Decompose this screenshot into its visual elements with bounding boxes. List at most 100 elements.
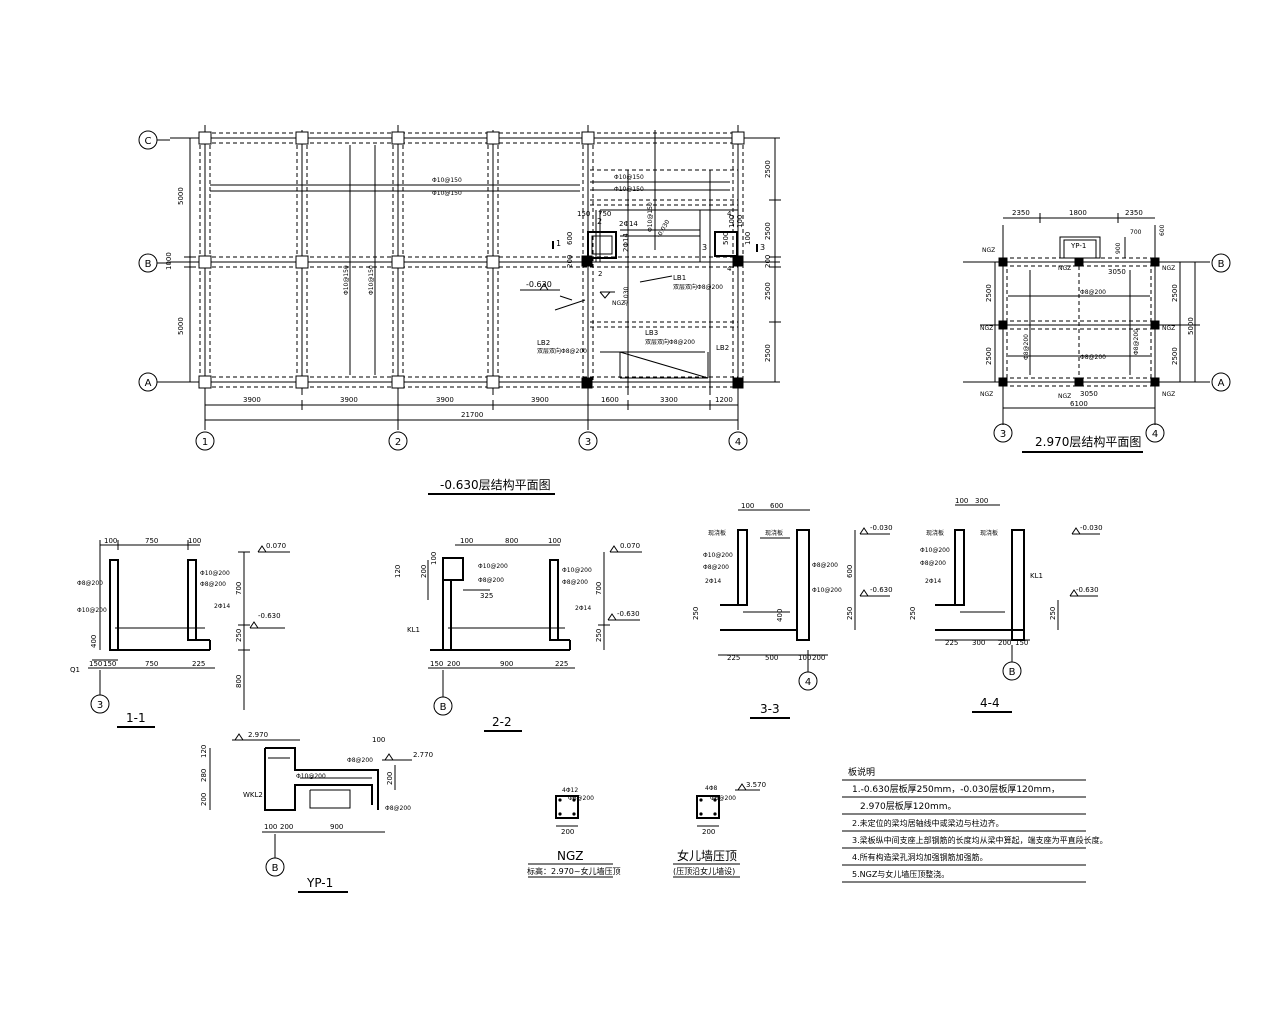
section-title: 4-4 [980,696,1000,710]
elevation-label: -0.630 [1076,586,1099,594]
axis-label: B [440,702,447,713]
dim-text: 200 [561,828,574,836]
dim-text: 750 [598,210,611,218]
section-mark: 3 [702,243,707,252]
dim-text: 1000 [165,252,173,270]
elevation-label: -0.630 [870,586,893,594]
rebar-label: 4Φ12 [562,787,578,794]
dim-text: 100 [955,497,968,505]
dim-text: 100 [741,502,754,510]
dim-text: 21700 [461,411,483,419]
dim-text: 750 [145,537,158,545]
rebar-label: Φ10@200 [920,547,950,554]
dim-text: 2350 [1125,209,1143,217]
section-mark: 2 [597,217,602,226]
member-label: WKL2 [243,791,263,799]
dim-text: 2350 [1012,209,1030,217]
rebar-label: 2Φ14 [575,605,591,612]
note-label: 现浇板 [926,529,944,537]
ngz-label: NGZ [1162,391,1175,398]
dim-text: 100 [372,736,385,744]
ngz-label: NGZ [1058,393,1071,400]
section-4-4: 100 300 现浇板 现浇板 Φ10@200 Φ8@200 2Φ14 KL1 … [909,497,1103,713]
dim-text: 1600 [601,396,619,404]
notes-heading: 板说明 [848,766,875,778]
dim-text: 1200 [715,396,733,404]
dim-text: 100 [744,232,752,245]
axis-label: 3 [97,700,103,711]
slab-label: LB3 [645,329,658,337]
dim-text: 2500 [1171,347,1179,365]
rebar-label: Φ6@200 [710,795,736,802]
rebar-label: 2Φ14 [925,578,941,585]
member-label: Q1 [70,666,80,674]
dim-text: 600 [770,502,783,510]
note-label: 现浇板 [708,529,726,537]
rebar-label: Φ10@200 [296,773,326,780]
section-mark: 4 [727,210,732,218]
dim-text: 200 [447,660,460,668]
section-title: 1-1 [126,711,146,725]
rebar-label: Φ8@200 [1080,354,1106,361]
dim-text: 200 [566,255,574,268]
notes-line: 2.未定位的梁均居轴线中或梁边与柱边齐。 [852,818,1004,828]
ngz-label: NGZ [982,247,995,254]
dim-text: 225 [727,654,740,662]
dim-text: 750 [145,660,158,668]
dim-text: 150 [1015,639,1028,647]
rebar-label: Φ8@200 [347,757,373,764]
dim-text: 300 [972,639,985,647]
rebar-label: Φ8@200 [920,560,946,567]
notes-line: 1.-0.630层板厚250mm，-0.030层板厚120mm， [852,783,1060,795]
dim-text: 3900 [531,396,549,404]
axis-label: 4 [805,677,811,688]
axis-label: 3 [1000,429,1006,440]
dim-text: 100 [188,537,201,545]
dim-text: 250 [1049,607,1057,620]
rebar-label: Φ10@200 [812,587,842,594]
rebar-label: 2Φ14 [705,578,721,585]
dim-text: 200 [200,793,208,806]
notes-line: 3.梁板纵中间支座上部钢筋的长度均从梁中算起，端支座为平直段长度。 [852,835,1108,845]
dim-text: 150 [430,660,443,668]
slab-notes: 板说明 1.-0.630层板厚250mm，-0.030层板厚120mm， 2.9… [842,766,1108,883]
dim-text: 150 [89,660,102,668]
note-label: 现浇板 [765,529,783,537]
ngz-detail: 4Φ12 Φ6@200 200 NGZ 标高：2.970~女儿墙压顶 [527,787,621,878]
dim-text: 225 [555,660,568,668]
dim-text: 3050 [1108,268,1126,276]
dim-text: 3300 [660,396,678,404]
rebar-label: 2Φ14 [619,220,638,228]
slab-label: LB2 [716,344,729,352]
dim-text: 5000 [1187,317,1195,335]
dim-text: 500 [765,654,778,662]
dim-text: 250 [846,607,854,620]
axis-label: B [272,863,279,874]
section-yp-1: 2.970 2.770 120 280 200 100 200 Φ8@200 Φ… [200,731,433,893]
dim-text: 6100 [1070,400,1088,408]
rebar-label: Φ8@200 [703,564,729,571]
rebar-label: Φ8@200 [478,577,504,584]
section-1-1: 100 750 100 150 150 750 225 Φ8@200 Φ10@2… [70,537,290,728]
slab-label: LB1 [673,274,686,282]
dim-text: 120 [200,745,208,758]
notes-line: 2.970层板厚120mm。 [860,800,956,812]
dim-text: 600 [566,232,574,245]
rebar-label: Φ8@200 [77,580,103,587]
ngz-label: NGZ [1162,265,1175,272]
rebar-label: Φ10@150 [432,177,462,184]
dim-text: 325 [480,592,493,600]
slab-note: 双层双向Φ8@200 [537,347,587,355]
elevation-label: 2.970 [248,731,268,739]
elevation-label: 2.770 [413,751,433,759]
dim-text: 500 [722,232,730,245]
axis-label: B [1009,667,1016,678]
dim-text: 700 [1130,229,1142,236]
dim-text: 400 [90,635,98,648]
detail-title: NGZ [557,849,584,863]
rebar-label: Φ10@200 [703,552,733,559]
dim-text: 100 [264,823,277,831]
dim-text: 100 [460,537,473,545]
axis-label: 3 [585,437,591,448]
axis-label: 4 [735,437,741,448]
